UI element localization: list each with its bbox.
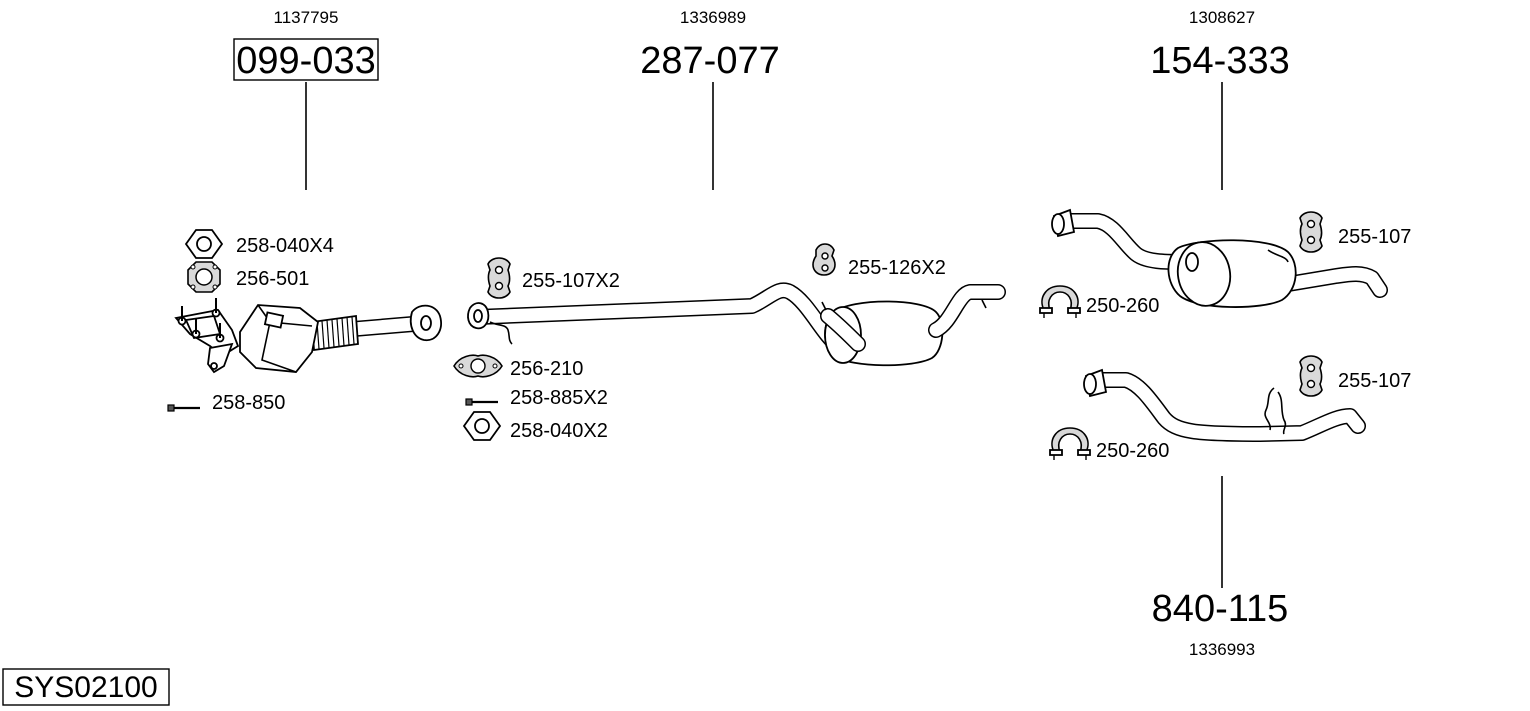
accessory-label: 256-210 <box>510 358 583 380</box>
hex-nut-icon <box>462 411 502 441</box>
accessory-label: 255-107 <box>1338 370 1411 392</box>
main-part-840-115[interactable]: 840-115 1336993 <box>1152 476 1289 659</box>
accessory-label: 258-850 <box>212 392 285 414</box>
sensor-wire <box>1264 387 1275 431</box>
rubber-hanger-icon <box>812 243 836 276</box>
oe-number-label: 1336993 <box>1189 640 1255 659</box>
main-part-099-033[interactable]: 1137795 099-033 <box>233 8 379 190</box>
system-code-box <box>2 668 170 706</box>
accessory-label: 250-260 <box>1096 440 1169 462</box>
catalytic-converter-drawing[interactable] <box>174 298 442 374</box>
system-code-label: SYS02100 <box>14 671 157 704</box>
part-number-label: 840-115 <box>1152 588 1289 630</box>
rubber-hanger-icon <box>487 257 511 299</box>
hex-nut-icon <box>184 229 224 259</box>
accessory-label: 258-885X2 <box>510 387 608 409</box>
flange-gasket-icon <box>187 261 221 293</box>
accessory-label: 255-107X2 <box>522 270 620 292</box>
rubber-hanger-icon <box>1299 211 1323 253</box>
accessory-label: 250-260 <box>1086 295 1159 317</box>
rear-silencer-drawing[interactable] <box>1051 208 1388 310</box>
bolt-icon <box>167 404 200 412</box>
part-number-label: 154-333 <box>1150 40 1289 82</box>
accessory-label: 258-040X4 <box>236 235 334 257</box>
part-number-label: 099-033 <box>236 40 375 82</box>
oe-number-label: 1308627 <box>1189 8 1255 27</box>
part-number-box <box>233 38 379 81</box>
main-part-287-077[interactable]: 1336989 287-077 <box>640 8 780 190</box>
accessory-label: 258-040X2 <box>510 420 608 442</box>
repair-pipe-drawing[interactable] <box>1083 368 1366 442</box>
accessory-label: 256-501 <box>236 268 309 290</box>
bolt-icon <box>465 398 498 406</box>
pipe-clamp-icon <box>1049 427 1091 460</box>
part-number-label: 287-077 <box>640 40 779 82</box>
oe-number-label: 1137795 <box>274 8 339 27</box>
middle-silencer-drawing[interactable] <box>467 282 1006 367</box>
system-code: SYS02100 <box>2 668 170 706</box>
oval-gasket-icon <box>453 354 503 378</box>
pipe-clamp-icon <box>1039 285 1081 318</box>
main-part-154-333[interactable]: 1308627 154-333 <box>1150 8 1290 190</box>
oe-number-label: 1336989 <box>680 8 746 27</box>
accessory-label: 255-126X2 <box>848 257 946 279</box>
accessory-label: 255-107 <box>1338 226 1411 248</box>
rubber-hanger-icon <box>1299 355 1323 397</box>
converter-body <box>239 304 319 373</box>
